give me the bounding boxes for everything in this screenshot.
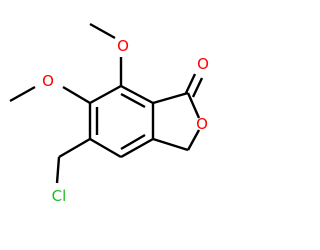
bond-c6-o-methoxy [62,85,91,105]
atom-label-ring-oxygen: O [196,115,208,133]
benzene-ring [88,84,155,159]
bond-ring-c5-c4 [89,137,122,159]
bond-o-methyl-left [9,85,36,103]
bond-c1-o-ring [186,92,201,119]
methoxy-group-left [9,85,91,105]
methoxy-group-top [89,22,123,86]
atom-label-carbonyl-oxygen: O [197,55,209,73]
atom-label-chlorine: Cl [52,187,67,205]
atom-label-methoxy-oxygen-top: O [117,37,129,55]
bond-carbonyl-1 [184,73,197,94]
bond-c7a-c1 [152,91,189,105]
bond-ring-double-inner-3 [120,133,146,151]
bond-o-methyl-top [89,22,116,40]
bond-c5-ch2 [58,137,91,159]
molecule-structure-diagram: O O O O Cl [9,22,209,205]
bond-ring-c7-c6 [89,84,122,105]
bond-c3-c3a [152,137,189,152]
atom-label-methoxy-oxygen-left: O [42,72,54,90]
bond-ring-c7a-c7 [120,84,154,105]
bond-carbonyl-2 [191,77,204,98]
lactone-ring [152,73,204,152]
bond-ring-double-inner-1 [120,92,146,109]
chloromethyl-group [55,137,91,184]
bond-ring-c4-c3a [120,137,154,159]
bond-o-ring-c3 [186,129,201,151]
bond-ch2-cl [55,156,61,184]
